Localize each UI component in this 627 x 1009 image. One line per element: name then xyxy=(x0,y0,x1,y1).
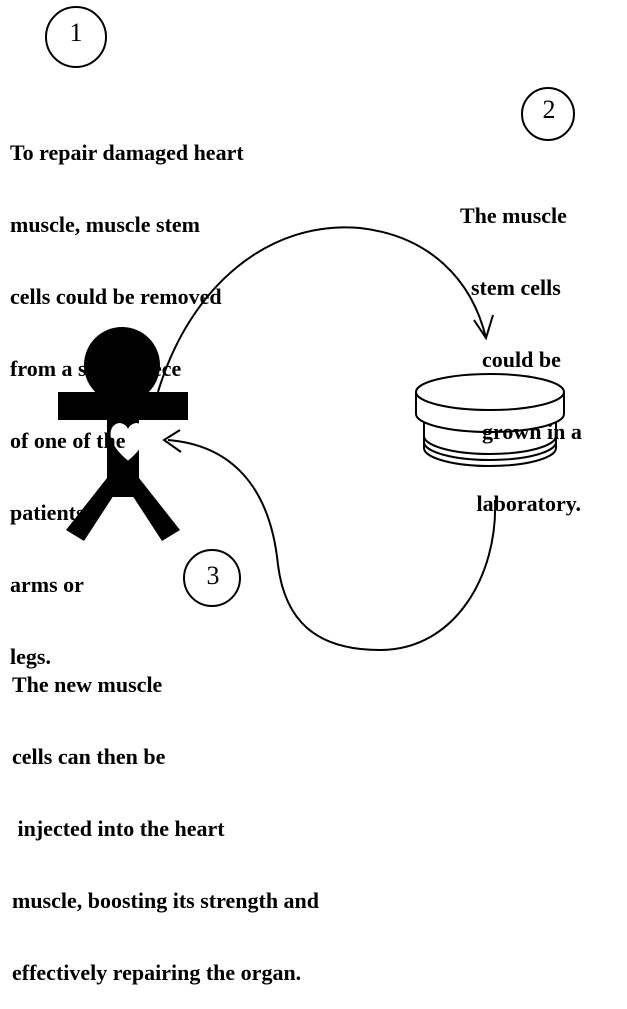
step-3-description: The new muscle cells can then be injecte… xyxy=(12,625,319,1009)
step-1-line: cells could be removed xyxy=(10,285,244,309)
step-3-line: muscle, boosting its strength and xyxy=(12,889,319,913)
step-1-line: of one of the xyxy=(10,429,244,453)
step-3-line: effectively repairing the organ. xyxy=(12,961,319,985)
step-2-description: The muscle stem cells could be grown in … xyxy=(460,156,582,540)
step-1-line: patients xyxy=(10,501,244,525)
step-1-line: from a small piece xyxy=(10,357,244,381)
step-1-line: muscle, muscle stem xyxy=(10,213,244,237)
step-2-line: grown in a xyxy=(460,420,582,444)
step-2-line: could be xyxy=(460,348,582,372)
step-2-line: stem cells xyxy=(460,276,582,300)
step-3-line: cells can then be xyxy=(12,745,319,769)
step-2-line: laboratory. xyxy=(460,492,582,516)
step-1-line: To repair damaged heart xyxy=(10,141,244,165)
step-2-number: 2 xyxy=(520,97,578,123)
step-1-number: 1 xyxy=(47,20,105,46)
step-3-line: injected into the heart xyxy=(12,817,319,841)
step-1-description: To repair damaged heart muscle, muscle s… xyxy=(10,93,244,693)
step-1-line: arms or xyxy=(10,573,244,597)
step-2-line: The muscle xyxy=(460,204,582,228)
step-3-line: The new muscle xyxy=(12,673,319,697)
